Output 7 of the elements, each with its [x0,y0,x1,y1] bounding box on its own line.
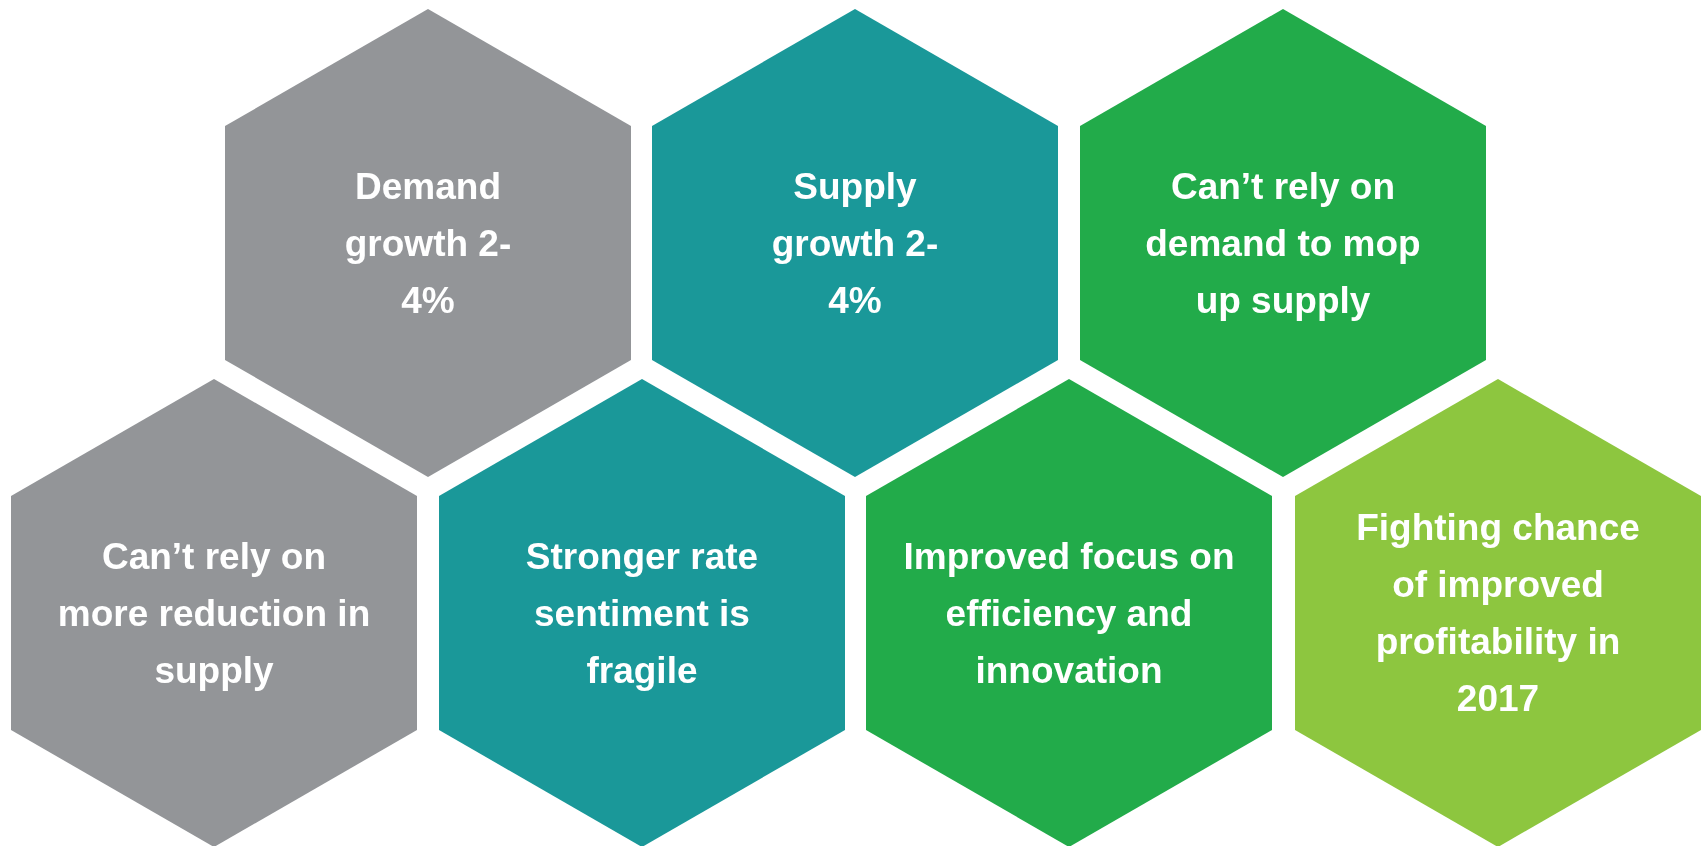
tile-text: Stronger rate sentiment is fragile [524,534,760,693]
tile-text: Demand growth 2-4% [343,164,513,323]
tile-text: Improved focus on efficiency and innovation [902,534,1236,693]
tile-text: Supply growth 2-4% [770,164,940,323]
tile-text: Can’t rely on more reduction in supply [56,534,372,693]
tile-text: Can’t rely on demand to mop up supply [1144,164,1422,323]
tile-text: Fighting chance of improved profitability in 2017 [1355,506,1641,721]
